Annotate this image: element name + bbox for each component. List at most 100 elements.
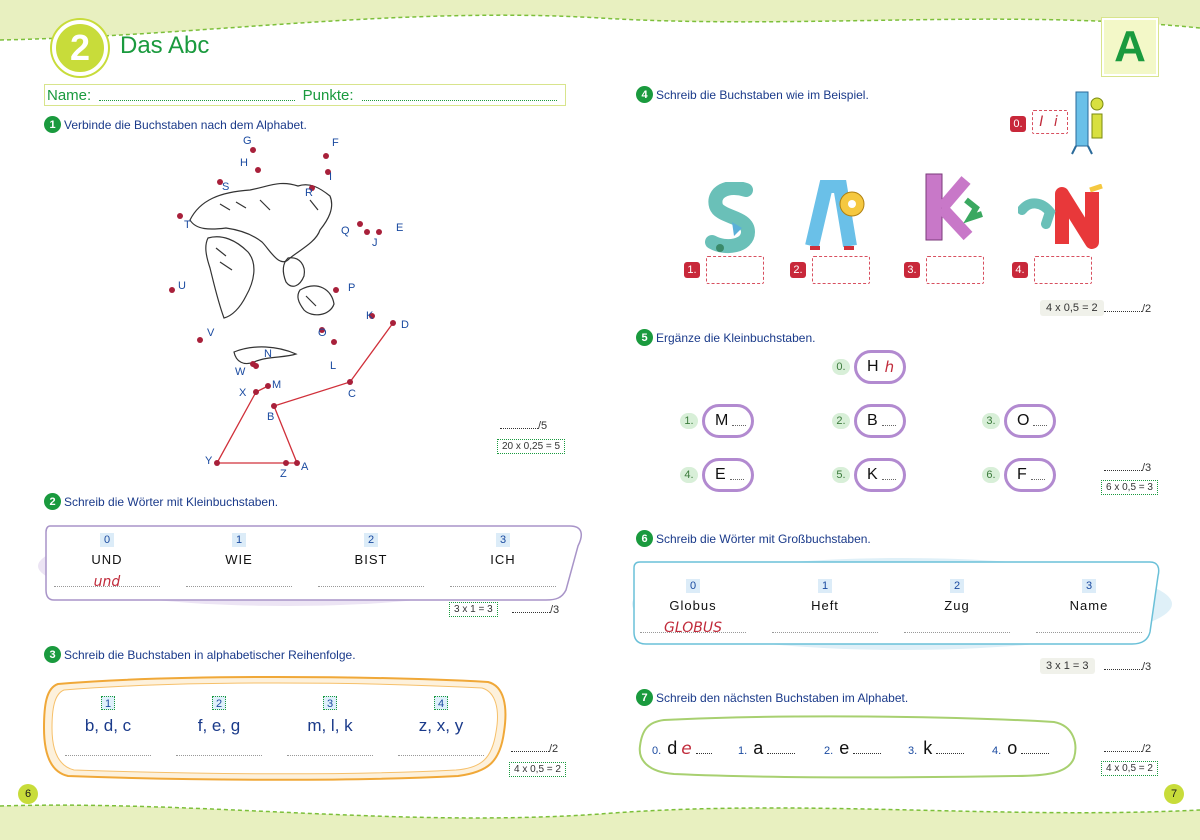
dot-letter: H: [240, 157, 248, 169]
task-6-heading: 6 Schreib die Wörter mit Großbuchstaben.: [636, 530, 871, 547]
answer-field[interactable]: [732, 416, 747, 426]
task-2-formula: 3 x 1 = 3: [449, 602, 498, 617]
task-6-item: 0 Globus GLOBUS: [638, 576, 748, 636]
item-index: 1.: [684, 262, 700, 278]
task-5-score: /3: [1104, 461, 1151, 474]
dot-letter: I: [329, 171, 333, 183]
dot-letter: Z: [280, 468, 287, 480]
item-index: 4.: [1012, 262, 1028, 278]
task-3-item: 1 b, d, c: [60, 694, 156, 756]
dot-letter: U: [178, 280, 186, 292]
answer-box[interactable]: [926, 256, 984, 284]
task-5-item: 6. F: [982, 458, 1056, 492]
task-3-item: 3 m, l, k: [282, 694, 378, 756]
answer-field[interactable]: [767, 746, 796, 754]
task-number: 1: [44, 116, 61, 133]
task-1-heading: 1 Verbinde die Buchstaben nach dem Alpha…: [44, 116, 307, 133]
task-3-frame: [42, 676, 507, 781]
task-instruction: Schreib den nächsten Buchstaben im Alpha…: [656, 690, 909, 705]
example-index: 0.: [1010, 116, 1026, 132]
task-number: 5: [636, 329, 653, 346]
answer-field[interactable]: [318, 573, 424, 587]
task-5-example: 0. H h: [832, 350, 906, 384]
task-number: 4: [636, 86, 653, 103]
task-6-item: 1 Heft: [770, 576, 880, 633]
task-7-item: 3. k: [908, 738, 965, 759]
dot-letter: J: [372, 237, 378, 249]
task-5-item: 4. E: [680, 458, 754, 492]
chapter-title: Das Abc: [120, 32, 210, 59]
task-4-score: /2: [1104, 302, 1151, 315]
dot-letter: M: [272, 379, 282, 391]
score-field[interactable]: [1104, 302, 1142, 312]
answer-field[interactable]: [1036, 619, 1142, 633]
answer-field[interactable]: [287, 744, 373, 756]
answer-field[interactable]: [398, 744, 484, 756]
task-3-item: 4 z, x, y: [393, 694, 489, 756]
answer-field[interactable]: [772, 619, 878, 633]
answer-field[interactable]: [1030, 470, 1045, 480]
task-3-formula: 4 x 0,5 = 2: [509, 762, 566, 777]
answer-box[interactable]: [812, 256, 870, 284]
score-field[interactable]: [1104, 660, 1142, 670]
task-7-item: 0. d e: [652, 738, 712, 759]
answer-box[interactable]: [706, 256, 764, 284]
dot-letter: G: [243, 135, 252, 147]
letter-n-character: [1018, 184, 1103, 249]
task-number: 6: [636, 530, 653, 547]
dot-letter: W: [235, 366, 246, 378]
answer-field[interactable]: [176, 744, 262, 756]
task-7-formula: 4 x 0,5 = 2: [1101, 761, 1158, 776]
answer-field[interactable]: und: [54, 573, 160, 590]
top-decorative-band: [0, 0, 1200, 41]
score-field[interactable]: [1104, 461, 1142, 471]
answer-field[interactable]: [729, 470, 744, 480]
task-instruction: Schreib die Wörter mit Großbuchstaben.: [656, 531, 871, 546]
item-index: 3.: [904, 262, 920, 278]
answer-box[interactable]: [1034, 256, 1092, 284]
answer-field[interactable]: [853, 746, 882, 754]
answer-field[interactable]: [65, 744, 151, 756]
answer-field[interactable]: [186, 573, 292, 587]
section-letter: A: [1102, 18, 1158, 76]
task-2-item: 3 ICH: [448, 530, 558, 587]
task-7-score: /2: [1104, 742, 1151, 755]
score-field[interactable]: [511, 742, 549, 752]
answer-field[interactable]: [695, 746, 712, 754]
answer-field[interactable]: [1021, 746, 1050, 754]
answer-field[interactable]: [936, 746, 965, 754]
dot-letter: F: [332, 137, 339, 149]
dot-letter: B: [267, 411, 275, 423]
dot-letter: Y: [205, 455, 213, 467]
item-index: 2.: [790, 262, 806, 278]
dot-letter: C: [348, 388, 356, 400]
world-map-sketch: [189, 182, 335, 365]
task-5-heading: 5 Ergänze die Kleinbuchstaben.: [636, 329, 815, 346]
dot-letter: N: [264, 348, 272, 360]
task-5-formula: 6 x 0,5 = 3: [1101, 480, 1158, 495]
answer-field[interactable]: [881, 416, 896, 426]
answer-field[interactable]: [881, 470, 896, 480]
points-field[interactable]: [361, 89, 557, 101]
task-6-item: 2 Zug: [902, 576, 1012, 633]
task-4-heading: 4 Schreib die Buchstaben wie im Beispiel…: [636, 86, 869, 103]
score-field[interactable]: [500, 419, 538, 429]
task-2-item: 2 BIST: [316, 530, 426, 587]
task-4-formula: 4 x 0,5 = 2: [1040, 300, 1104, 316]
score-field[interactable]: [1104, 742, 1142, 752]
name-field[interactable]: [99, 89, 295, 101]
task-2-score: /3: [512, 603, 559, 616]
answer-field[interactable]: GLOBUS: [640, 619, 746, 636]
task-7-item: 4. o: [992, 738, 1050, 759]
task-7-frame: [638, 715, 1077, 779]
answer-field[interactable]: [450, 573, 556, 587]
score-field[interactable]: [512, 603, 550, 613]
answer-field[interactable]: [1033, 416, 1048, 426]
answer-field[interactable]: [904, 619, 1010, 633]
page-number-right: 7: [1164, 784, 1184, 804]
task-3-heading: 3 Schreib die Buchstaben in alphabetisch…: [44, 646, 356, 663]
dot-letter: X: [239, 387, 247, 399]
task-3-score: /2: [511, 742, 558, 755]
dot-letter: K: [366, 310, 374, 322]
